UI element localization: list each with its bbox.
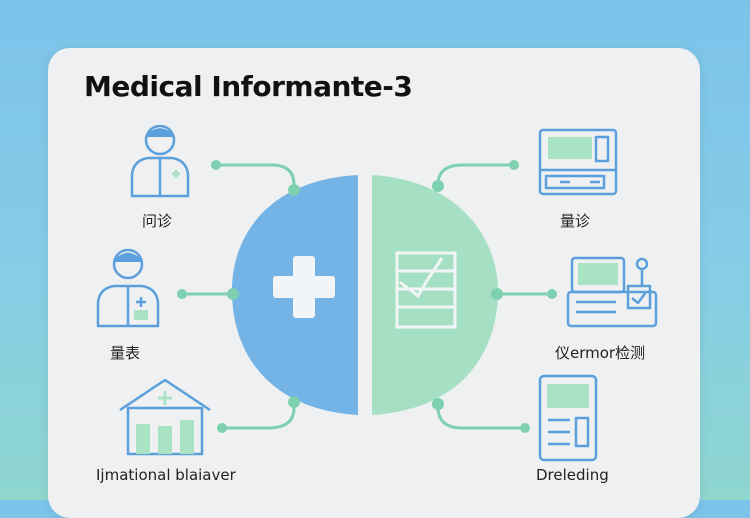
medical-machine-icon [566,256,658,328]
chart-document-icon [395,251,457,329]
doctor-badge-icon [96,248,160,328]
label-right-top: 量诊 [560,212,591,230]
hospital-icon [119,378,211,456]
monitor-device-icon [538,128,618,196]
label-left-mid: 量表 [110,344,141,362]
diagram-canvas [96,124,658,462]
label-left-bottom: Ijmational blaiaver [96,466,236,484]
connector-nodes-left [177,160,300,433]
label-right-bottom: Dreleding [536,466,609,484]
medical-cross-icon [273,256,335,318]
doctor-icon [130,124,190,198]
connector-nodes-right [432,160,557,433]
diagram-title: Medical Informante-3 [84,70,413,103]
right-hemisphere [372,175,499,415]
tablet-report-icon [538,374,598,462]
label-right-mid: 仪ermor检测 [555,344,646,362]
label-left-top: 问诊 [142,212,173,230]
